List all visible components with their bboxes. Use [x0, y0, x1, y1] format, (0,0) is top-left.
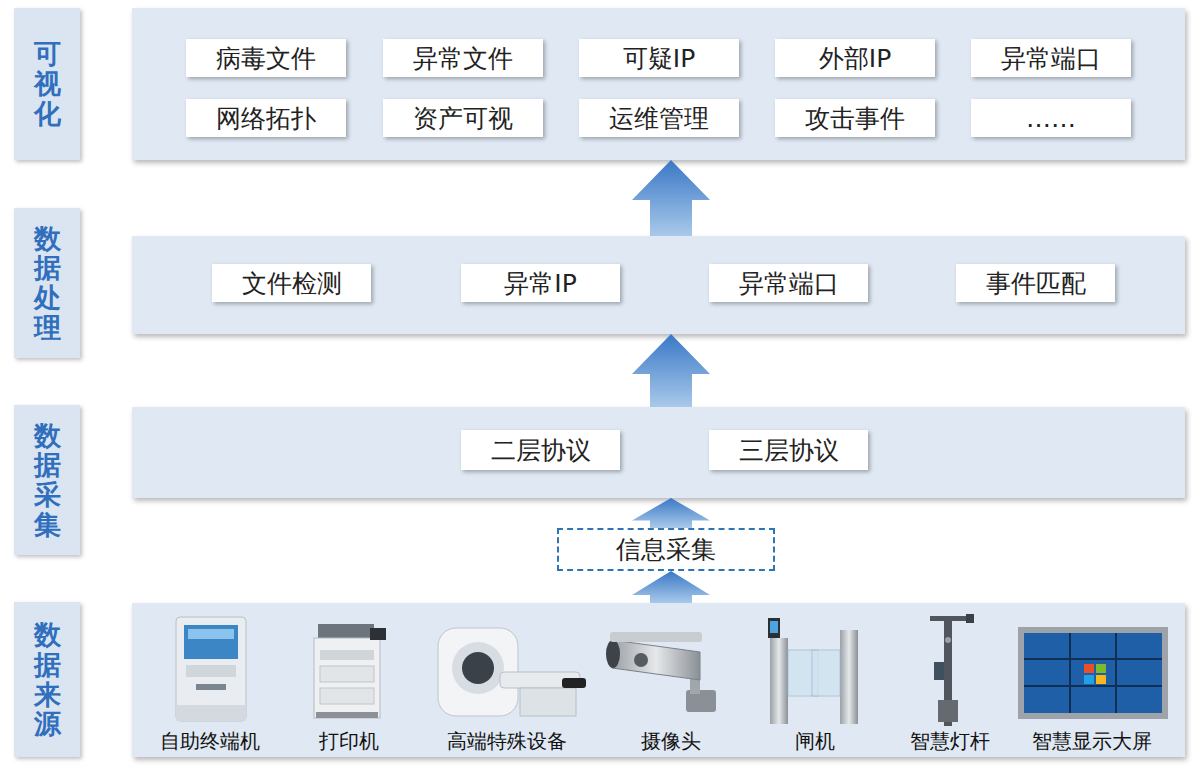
box-text: 信息采集 — [616, 533, 716, 566]
process-box: 病毒文件 — [186, 39, 346, 77]
box-text: 网络拓扑 — [216, 102, 316, 135]
box-text: 可疑IP — [623, 42, 695, 75]
device-label: 智慧显示大屏 — [1032, 728, 1152, 755]
layer-title-box: 数据处理 — [14, 208, 80, 358]
layer-title: 数据采集 — [34, 421, 61, 540]
box-text: 攻击事件 — [805, 102, 905, 135]
process-box: 事件匹配 — [956, 264, 1115, 302]
box-text: 二层协议 — [491, 434, 591, 467]
dashed-process-box: 信息采集 — [557, 528, 775, 571]
process-box: 文件检测 — [212, 264, 371, 302]
box-text: 病毒文件 — [216, 42, 316, 75]
layer-title-box: 数据采集 — [14, 405, 80, 555]
box-text: 外部IP — [819, 42, 891, 75]
flow-arrow — [632, 498, 710, 528]
process-box: 二层协议 — [461, 430, 620, 470]
process-box: 资产可视 — [383, 99, 543, 137]
flow-arrow — [632, 160, 710, 236]
box-text: 运维管理 — [609, 102, 709, 135]
device-label: 高端特殊设备 — [447, 728, 567, 755]
process-box: …… — [971, 99, 1131, 137]
box-text: 资产可视 — [413, 102, 513, 135]
process-box: 运维管理 — [579, 99, 739, 137]
layer-title-box: 可视化 — [14, 8, 80, 160]
device-label: 摄像头 — [641, 728, 701, 755]
layer-band: 数据处理 文件检测 异常IP 异常端口 事件匹配 — [14, 208, 1185, 358]
layer-title: 可视化 — [34, 39, 61, 128]
flow-arrow — [632, 571, 710, 603]
box-text: 三层协议 — [739, 434, 839, 467]
layer-panel — [132, 8, 1185, 160]
box-text: 异常端口 — [739, 267, 839, 300]
flow-arrow — [632, 334, 710, 407]
process-box: 外部IP — [775, 39, 935, 77]
process-box: 三层协议 — [709, 430, 868, 470]
process-box: 异常文件 — [383, 39, 543, 77]
device-label: 智慧灯杆 — [910, 728, 990, 755]
box-text: 异常文件 — [413, 42, 513, 75]
box-text: 异常端口 — [1001, 42, 1101, 75]
process-box: 异常IP — [461, 264, 620, 302]
process-box: 攻击事件 — [775, 99, 935, 137]
layer-title: 数据来源 — [34, 620, 61, 739]
process-box: 异常端口 — [971, 39, 1131, 77]
process-box: 网络拓扑 — [186, 99, 346, 137]
box-text: 异常IP — [504, 267, 576, 300]
box-text: 文件检测 — [242, 267, 342, 300]
layer-title-box: 数据来源 — [14, 602, 80, 757]
layer-title: 数据处理 — [34, 224, 61, 343]
box-text: 事件匹配 — [986, 267, 1086, 300]
process-box: 异常端口 — [709, 264, 868, 302]
layer-band: 可视化 病毒文件 异常文件 可疑IP 外部IP 异常端口网络拓扑 资产可视 运维管理 攻击事件 …… — [14, 8, 1185, 160]
device-label: 自助终端机 — [160, 728, 260, 755]
layer-panel — [132, 407, 1185, 498]
box-text: …… — [1026, 104, 1076, 133]
process-box: 可疑IP — [579, 39, 739, 77]
device-label: 闸机 — [795, 728, 835, 755]
device-label: 打印机 — [319, 728, 379, 755]
